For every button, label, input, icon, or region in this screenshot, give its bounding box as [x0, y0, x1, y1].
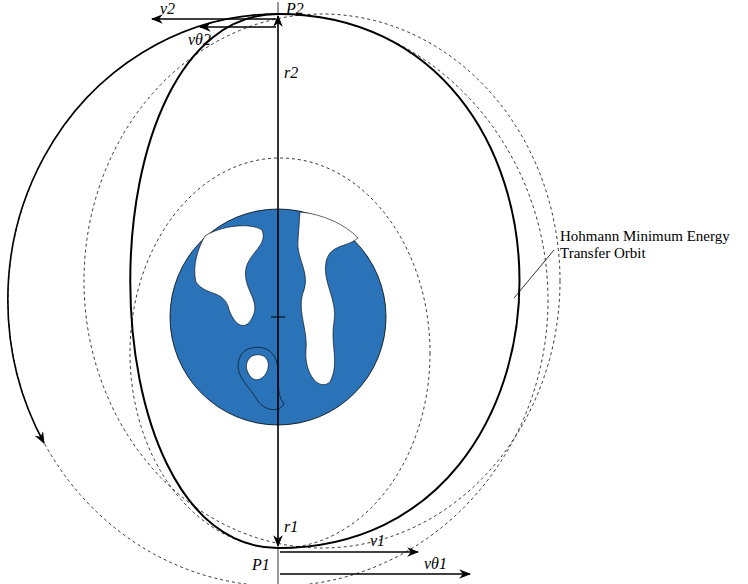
point-label: P1 — [252, 556, 270, 574]
axis-tick — [278, 548, 279, 584]
final-orbit — [8, 14, 548, 584]
radius-label: r1 — [284, 518, 298, 536]
orbit-callout: Hohmann Minimum Energy Transfer Orbit — [560, 228, 735, 263]
dashed-orbit — [84, 14, 560, 548]
r1-vector — [277, 317, 279, 546]
velocity-label: vθ1 — [424, 555, 447, 573]
velocity-label: v2 — [160, 0, 175, 18]
vtheta2-vector — [200, 26, 276, 27]
v2-vector — [152, 18, 276, 19]
initial-orbit — [130, 158, 430, 548]
vtheta1-vector — [280, 573, 470, 574]
r2-vector — [277, 16, 279, 317]
point-label: P2 — [286, 0, 304, 18]
velocity-label: vθ2 — [188, 31, 211, 49]
leader-line — [514, 250, 554, 298]
axis-tick — [278, 2, 279, 14]
radius-label: r2 — [284, 64, 298, 82]
velocity-label: v1 — [370, 532, 385, 550]
final-orbit-arc — [8, 14, 278, 443]
transfer-orbit — [130, 14, 519, 548]
v1-vector — [280, 551, 418, 552]
